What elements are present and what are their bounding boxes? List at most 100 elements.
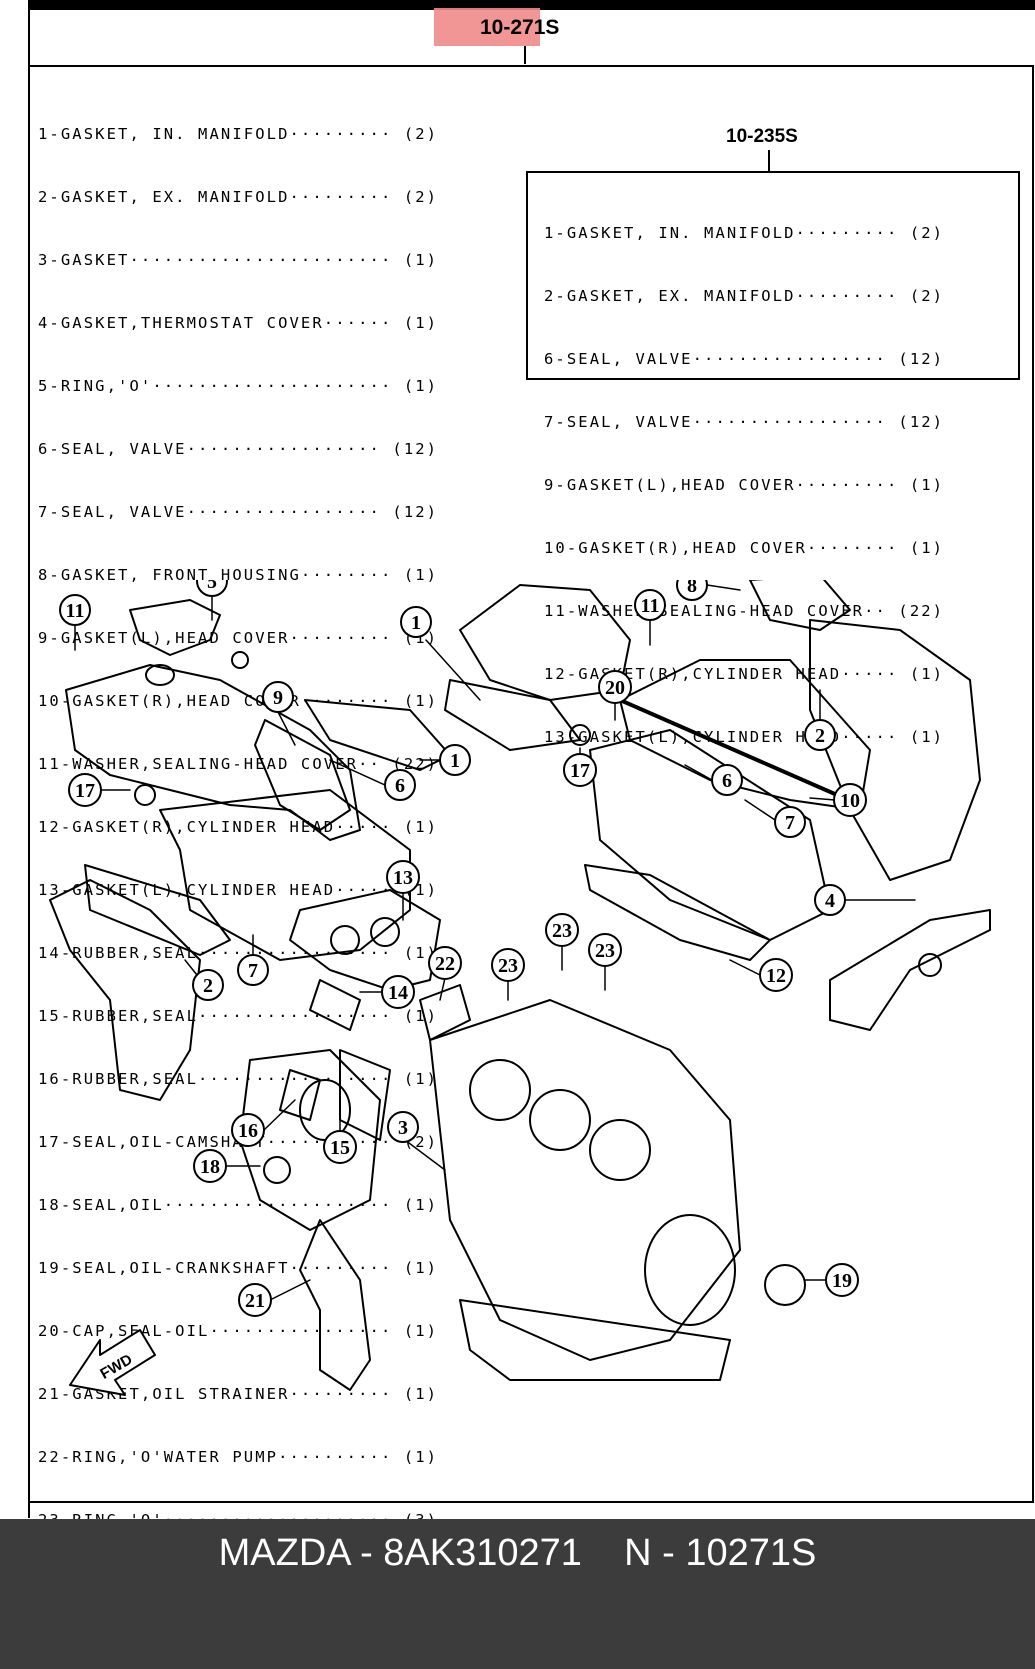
callout-18: 18: [193, 1149, 261, 1183]
svg-text:7: 7: [785, 812, 795, 834]
svg-text:20: 20: [605, 677, 625, 699]
parts-list-item: 7-SEAL, VALVE················· (12): [38, 503, 439, 521]
right-head-cover-gasket: [618, 698, 862, 807]
left-head-cover-gasket: [254, 719, 351, 831]
right-head-gasket: [584, 864, 771, 961]
callout-23: 23: [588, 933, 622, 991]
intake-manifold: [459, 584, 631, 701]
sub-kit-list: 1-GASKET, IN. MANIFOLD········· (2) 2-GA…: [544, 181, 944, 769]
svg-text:9: 9: [273, 687, 283, 709]
rubber-seal-15: [339, 1049, 391, 1141]
oil-seal-18: [263, 1156, 291, 1184]
crank-bore: [644, 1214, 736, 1326]
cam-seal-17-right: [569, 724, 591, 746]
callout-1: 1: [400, 606, 481, 701]
sub-kit-item: 1-GASKET, IN. MANIFOLD········· (2): [544, 224, 945, 242]
callout-7: 7: [744, 799, 806, 838]
timing-cover: [239, 1049, 381, 1231]
callout-8: 8: [676, 580, 741, 601]
bore-ring: [370, 917, 400, 947]
o-ring-5: [231, 651, 249, 669]
kit-code-title: 10-271S: [480, 16, 560, 39]
callout-7: 7: [237, 934, 269, 986]
callout-17: 17: [563, 747, 597, 787]
engine-exploded-view: FWD 1 1 2 2 3 4 5 6 6 7 7 8 9 10 11 11 1…: [49, 580, 991, 1396]
svg-text:1: 1: [411, 612, 421, 634]
rubber-seal-16: [279, 1069, 321, 1121]
left-exhaust-manifold: [49, 879, 201, 1101]
svg-text:17: 17: [75, 780, 95, 802]
svg-text:15: 15: [330, 1137, 350, 1159]
intake-gasket-left: [304, 699, 451, 771]
svg-text:11: 11: [66, 600, 85, 622]
svg-text:5: 5: [207, 580, 217, 593]
callout-23: 23: [545, 913, 579, 971]
svg-text:18: 18: [200, 1156, 220, 1178]
cylinder-bore: [469, 1059, 531, 1121]
parts-list-item: 20-CAP,SEAL-OIL················ (1): [38, 1322, 439, 1340]
title-highlight: [434, 8, 540, 46]
svg-text:19: 19: [832, 1270, 852, 1292]
callout-6: 6: [684, 764, 743, 796]
bore-ring: [330, 925, 360, 955]
svg-text:23: 23: [595, 940, 615, 962]
oil-pan: [459, 1299, 731, 1381]
callout-22: 22: [428, 946, 462, 1001]
cylinder-bore: [589, 1119, 651, 1181]
thermostat-housing: [129, 599, 221, 656]
sub-kit-item: 7-SEAL, VALVE················· (12): [544, 413, 945, 431]
parts-list-item: 11-WASHER,SEALING-HEAD COVER·· (22): [38, 755, 439, 773]
water-pump-o-ring: [419, 984, 471, 1041]
cylinder-bore: [529, 1089, 591, 1151]
parts-list: 1-GASKET, IN. MANIFOLD········· (2) 2-GA…: [38, 82, 438, 1552]
svg-text:10: 10: [840, 790, 860, 812]
sub-kit-item: 6-SEAL, VALVE················· (12): [544, 350, 945, 368]
callout-21: 21: [238, 1279, 311, 1317]
left-head-cover: [65, 664, 361, 841]
water-pipe: [829, 909, 991, 1031]
parts-list-item: 15-RUBBER,SEAL················· (1): [38, 1007, 439, 1025]
parts-list-item: 5-RING,'O'····················· (1): [38, 377, 439, 395]
oil-strainer: [299, 1219, 371, 1391]
callout-3: 3: [387, 1111, 446, 1171]
sub-kit-title: 10-235S: [726, 126, 798, 147]
callout-11: 11: [59, 594, 91, 651]
callout-4: 4: [814, 884, 916, 916]
svg-text:21: 21: [245, 1290, 265, 1312]
forward-arrow: FWD: [69, 1329, 156, 1396]
svg-text:22: 22: [435, 953, 455, 975]
callout-13: 13: [386, 860, 420, 921]
right-cylinder-head: [589, 729, 831, 941]
sub-kit-item: 9-GASKET(L),HEAD COVER········· (1): [544, 476, 945, 494]
callout-10: 10: [809, 783, 867, 817]
parts-list-item: 22-RING,'O'WATER PUMP·········· (1): [38, 1448, 439, 1466]
svg-text:14: 14: [388, 982, 408, 1004]
svg-text:2: 2: [203, 975, 213, 997]
thermostat-gasket-4: [918, 953, 942, 977]
title-leader: [524, 46, 526, 64]
parts-list-item: 2-GASKET, EX. MANIFOLD········· (2): [38, 188, 439, 206]
callout-23: 23: [491, 948, 525, 1001]
right-exhaust-manifold: [809, 619, 981, 881]
svg-text:17: 17: [570, 760, 590, 782]
callout-15: 15: [323, 1114, 357, 1164]
parts-list-item: 6-SEAL, VALVE················· (12): [38, 440, 439, 458]
callout-12: 12: [729, 958, 793, 992]
top-rule: [28, 0, 1035, 10]
svg-text:1: 1: [450, 750, 460, 772]
parts-list-item: 3-GASKET······················· (1): [38, 251, 439, 269]
footer-bar: [0, 1519, 1035, 1669]
callout-5: 5: [196, 580, 228, 621]
diagram-frame: [28, 65, 1034, 1503]
parts-list-item: 21-GASKET,OIL STRAINER········· (1): [38, 1385, 439, 1403]
rubber-seal-14: [309, 979, 361, 1031]
callout-19: 19: [804, 1263, 859, 1297]
callout-14: 14: [359, 975, 415, 1009]
svg-text:13: 13: [393, 867, 413, 889]
left-cylinder-head: [159, 789, 411, 961]
cam-seal-17-left: [134, 784, 156, 806]
callout-2: 2: [184, 959, 224, 1001]
svg-text:6: 6: [722, 770, 732, 792]
svg-text:16: 16: [238, 1120, 258, 1142]
parts-list-item: 1-GASKET, IN. MANIFOLD········· (2): [38, 125, 439, 143]
